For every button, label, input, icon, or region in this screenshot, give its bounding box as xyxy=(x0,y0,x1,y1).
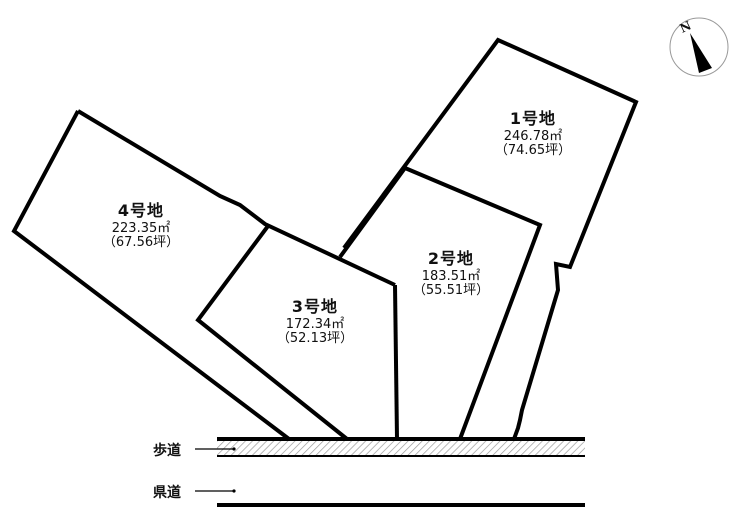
sidewalk-label: 歩道 xyxy=(153,443,181,459)
lot-1-boundary xyxy=(342,37,639,440)
lot-1-tsubo: （74.65坪） xyxy=(494,142,572,158)
lot-2-boundary xyxy=(338,165,543,440)
lot-4-area: 223.35㎡ xyxy=(111,220,171,236)
compass xyxy=(669,17,729,77)
lot-1-label: 1号地 246.78㎡ （74.65坪） xyxy=(478,110,588,158)
lot-4-name: 4号地 xyxy=(117,201,165,220)
lot-2-name: 2号地 xyxy=(427,249,475,268)
north-arrow-icon xyxy=(690,33,712,73)
lot-2-label: 2号地 183.51㎡ （55.51坪） xyxy=(396,250,506,298)
lot-4-top-boundary xyxy=(76,109,396,287)
lot-4-tsubo: （67.56坪） xyxy=(102,234,180,250)
prefectural-road-label: 県道 xyxy=(153,485,181,501)
lot-4-label: 4号地 223.35㎡ （67.56坪） xyxy=(86,202,196,250)
lot-3-right-boundary xyxy=(393,284,399,440)
lot-3-name: 3号地 xyxy=(291,297,339,316)
lot-3-area: 172.34㎡ xyxy=(285,316,345,332)
lot-3-label: 3号地 172.34㎡ （52.13坪） xyxy=(260,298,370,346)
lot-3-tsubo: （52.13坪） xyxy=(276,330,354,346)
sidewalk-hatch xyxy=(217,441,585,455)
lot-1-name: 1号地 xyxy=(509,109,557,128)
lot-3-boundary xyxy=(195,224,349,441)
lot-1-area: 246.78㎡ xyxy=(503,128,563,144)
lot-2-tsubo: （55.51坪） xyxy=(412,282,490,298)
lot-2-area: 183.51㎡ xyxy=(421,268,481,284)
lot-4-boundary xyxy=(11,110,291,441)
